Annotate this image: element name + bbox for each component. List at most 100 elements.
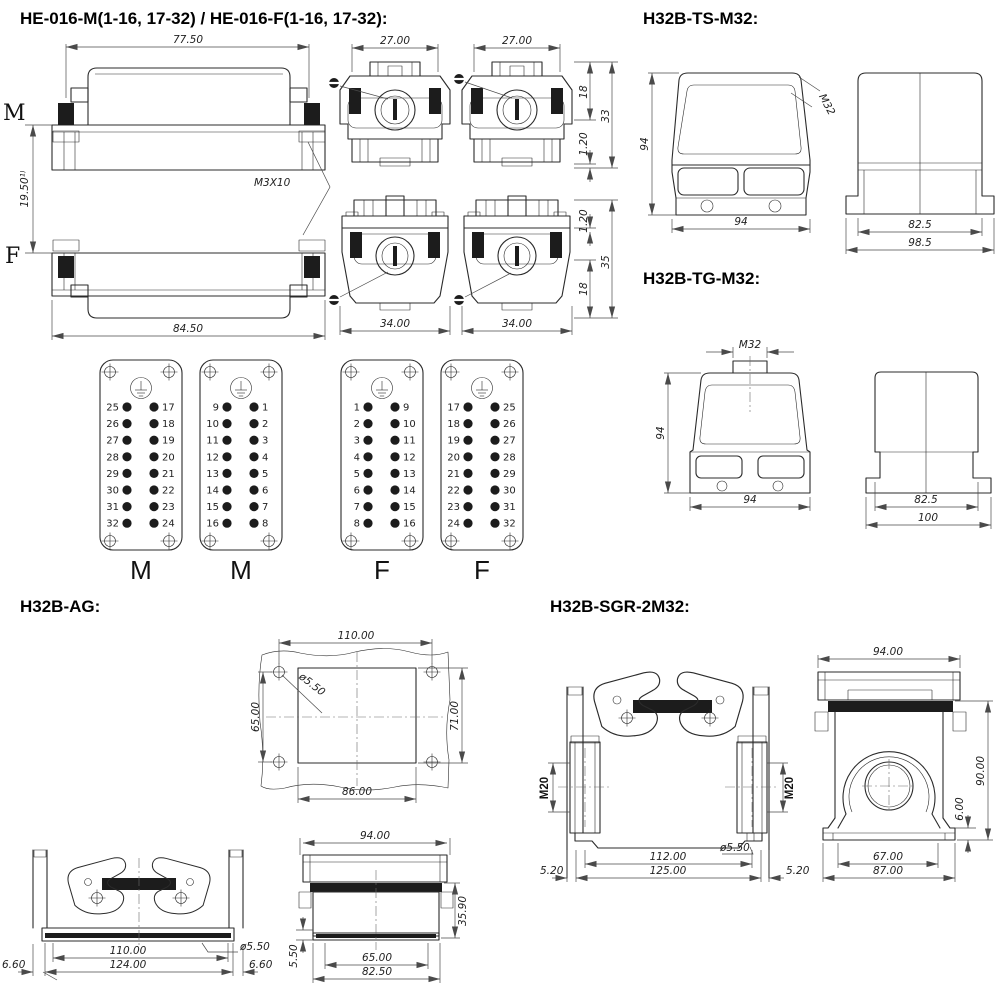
mounting-hole-icon	[401, 532, 419, 550]
pin	[149, 485, 159, 495]
pin-number: 28	[106, 452, 119, 463]
pin-number: 24	[447, 519, 460, 530]
pin-number: 7	[262, 502, 268, 513]
tg-front-view	[689, 356, 811, 494]
dim-lip-right: 6.60	[249, 959, 273, 971]
pin	[363, 468, 373, 478]
pin-number: 25	[106, 403, 119, 414]
dim-front-outer: 125.00	[650, 865, 687, 877]
pin	[249, 485, 259, 495]
dim-end-width-4: 34.00	[502, 318, 532, 330]
pin-number: 23	[447, 502, 460, 513]
dim-cutout-bottom: 86.00	[342, 786, 372, 798]
mounting-hole-icon	[401, 363, 419, 381]
pin	[122, 468, 132, 478]
pin-number: 8	[262, 519, 268, 530]
pin	[249, 419, 259, 429]
pin	[463, 502, 473, 512]
pin	[463, 485, 473, 495]
pin-number: 3	[262, 436, 268, 447]
pin	[149, 502, 159, 512]
he016-m-end-view-1	[339, 61, 451, 167]
pin-number: 21	[447, 469, 460, 480]
dim-side-outer: 87.00	[873, 865, 903, 877]
pin	[463, 419, 473, 429]
insert-face-label: F	[474, 555, 490, 585]
thread-callout: M32	[816, 92, 837, 118]
dim-front-inner: 112.00	[650, 851, 687, 863]
pin	[249, 452, 259, 462]
pin	[249, 502, 259, 512]
mounting-hole-icon	[423, 663, 441, 681]
ground-symbol-icon	[230, 377, 252, 399]
dim-side-width: 82.5	[914, 494, 938, 506]
thread-callout: M32	[739, 339, 762, 351]
pin-number: 20	[447, 452, 460, 463]
ground-symbol-icon	[471, 377, 493, 399]
male-row-label: M	[3, 101, 26, 126]
pin	[490, 502, 500, 512]
pin	[363, 485, 373, 495]
pin-number: 29	[503, 469, 516, 480]
dim-cutout-width: 110.00	[338, 630, 375, 642]
pin-number: 9	[403, 403, 409, 414]
pin	[222, 402, 232, 412]
ag-side-view	[298, 854, 454, 950]
pin	[249, 402, 259, 412]
insert-face-label: M	[130, 555, 152, 585]
screw-head-icon	[329, 78, 339, 88]
pin	[363, 402, 373, 412]
pin-number: 6	[354, 486, 360, 497]
pin-number: 1	[262, 403, 268, 414]
pin-number: 5	[354, 469, 360, 480]
thread-right: M20	[784, 777, 796, 799]
mounting-hole-icon	[260, 532, 278, 550]
mounting-hole-icon	[160, 532, 178, 550]
dim-lip-left: 5.20	[540, 865, 564, 877]
dim-insert-height: 18	[578, 85, 590, 99]
ground-symbol-icon	[130, 377, 152, 399]
pin	[463, 452, 473, 462]
mounting-hole-icon	[260, 363, 278, 381]
dim-side-top: 94.00	[360, 830, 390, 842]
pin	[122, 419, 132, 429]
pin-number: 31	[503, 502, 516, 513]
dim-hole: ø5.50	[239, 941, 270, 953]
pin-number: 32	[106, 519, 119, 530]
pin	[122, 485, 132, 495]
pin	[222, 485, 232, 495]
pin-number: 27	[106, 436, 119, 447]
mounting-hole-icon	[501, 363, 519, 381]
screw-head-icon	[329, 295, 339, 305]
dim-end-width-1: 27.00	[380, 35, 410, 47]
pin	[249, 468, 259, 478]
pin	[222, 435, 232, 445]
pin	[149, 402, 159, 412]
pin-number: 3	[354, 436, 360, 447]
pin-number: 6	[262, 486, 268, 497]
pin	[363, 419, 373, 429]
pin-number: 10	[403, 419, 416, 430]
thread-callout: M3X10	[254, 177, 291, 189]
pin	[149, 435, 159, 445]
insert-face-label: F	[374, 555, 390, 585]
pin	[222, 419, 232, 429]
he016-m-side-view	[51, 67, 326, 171]
he016-m-end-view-2	[461, 61, 573, 167]
dim-lip: 1.20	[578, 209, 590, 233]
dim-side-lip: 5.50	[288, 944, 300, 968]
pin-number: 2	[354, 419, 360, 430]
pin	[363, 452, 373, 462]
dim-cutout-right: 71.00	[449, 701, 461, 731]
pin-number: 17	[162, 403, 175, 414]
pin	[122, 502, 132, 512]
dim-body-width: 84.50	[173, 323, 203, 335]
section-title-sgr: H32B-SGR-2M32:	[550, 597, 690, 616]
pin-number: 18	[447, 419, 460, 430]
dim-side-height: 35.90	[457, 896, 469, 926]
dim-width: 94	[734, 216, 747, 228]
pin-number: 21	[162, 469, 175, 480]
pin	[363, 435, 373, 445]
